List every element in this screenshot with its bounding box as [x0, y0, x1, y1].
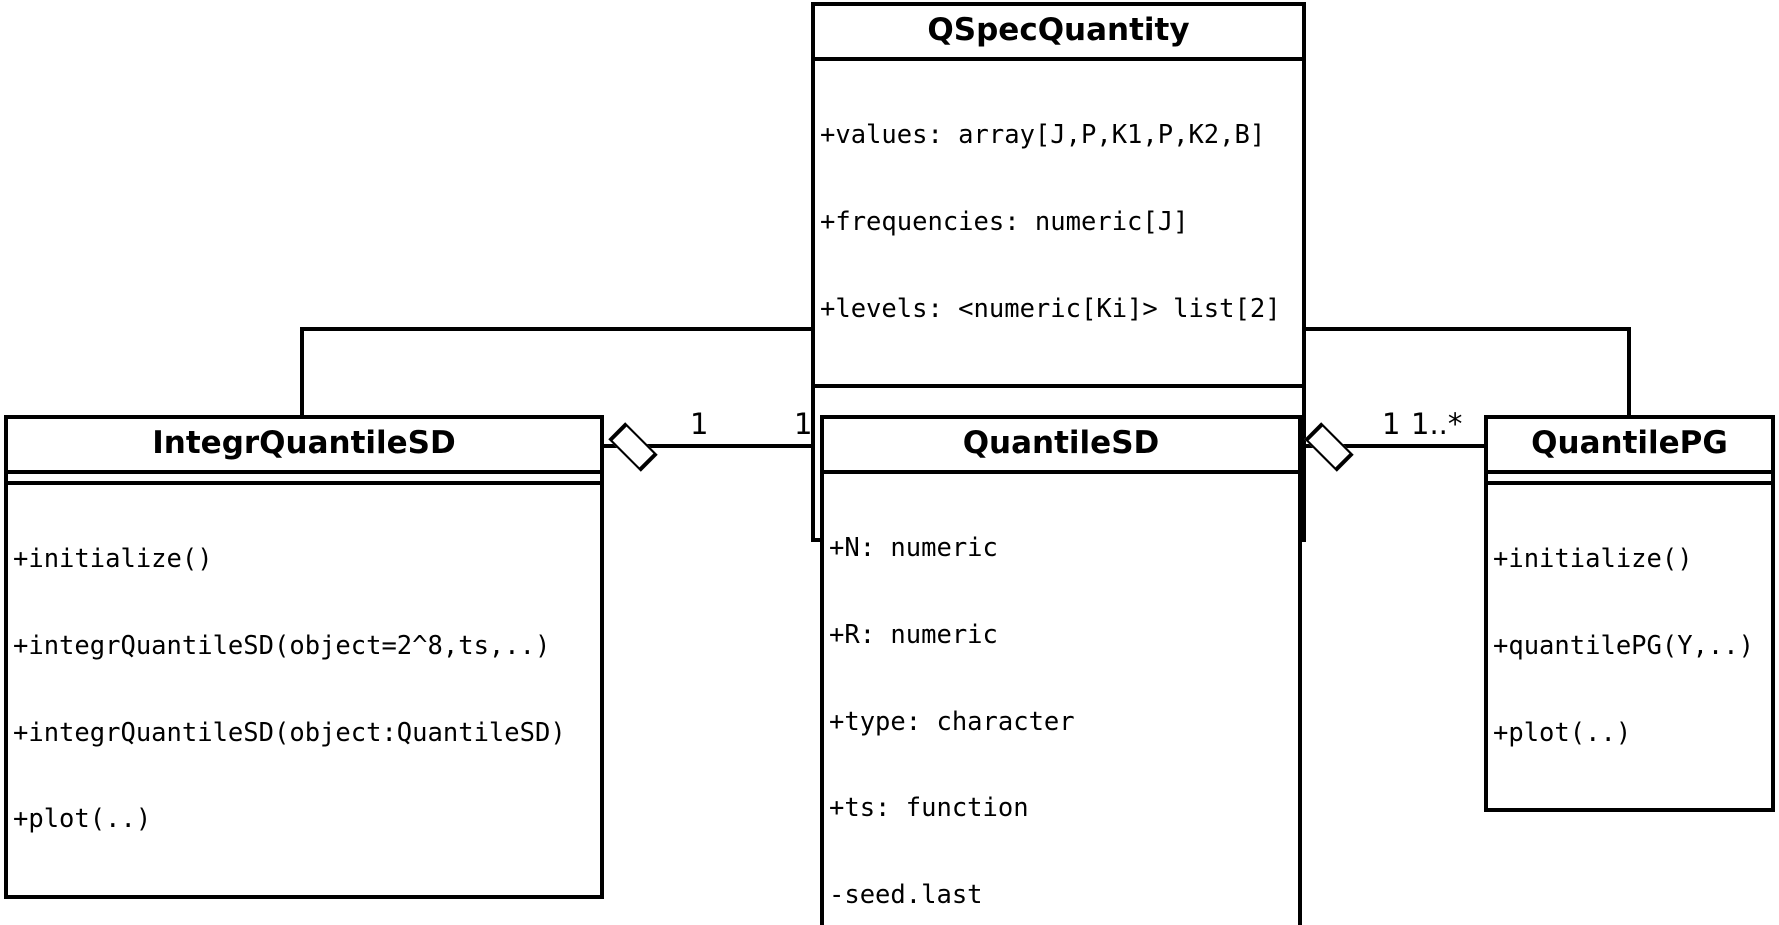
multiplicity-left-near-diamond: 1	[690, 407, 709, 441]
method-row: +quantilePG(Y,..)	[1493, 630, 1754, 661]
method-row: +integrQuantileSD(object:QuantileSD)	[13, 717, 566, 748]
class-name-quantilepg: QuantilePG	[1531, 425, 1728, 461]
methods-compartment-integrquantilesd: +initialize() +integrQuantileSD(object=2…	[8, 481, 600, 895]
generalization-drop-integrquantilesd	[300, 327, 304, 417]
attributes-compartment-integrquantilesd	[8, 470, 600, 481]
aggregation-line-right	[1300, 444, 1488, 448]
multiplicity-right-near-quantilepg: 1..*	[1411, 407, 1463, 441]
method-row: +plot(..)	[1493, 717, 1632, 748]
class-box-quantilesd[interactable]: QuantileSD +N: numeric +R: numeric +type…	[820, 415, 1302, 925]
method-row: +plot(..)	[13, 804, 152, 835]
method-row: +integrQuantileSD(object=2^8,ts,..)	[13, 630, 551, 661]
attribute-row: +N: numeric	[829, 532, 998, 563]
attributes-compartment-qspecquantity: +values: array[J,P,K1,P,K2,B] +frequenci…	[815, 57, 1302, 384]
class-name-qspecquantity: QSpecQuantity	[927, 12, 1190, 48]
attribute-row: +R: numeric	[829, 619, 998, 650]
multiplicity-left-near-quantilesd: 1	[794, 407, 813, 441]
aggregation-diamond-left-icon	[608, 422, 658, 472]
attribute-row: +values: array[J,P,K1,P,K2,B]	[820, 119, 1266, 150]
methods-compartment-quantilepg: +initialize() +quantilePG(Y,..) +plot(..…	[1488, 481, 1771, 808]
attribute-row: +type: character	[829, 706, 1075, 737]
multiplicity-right-near-diamond: 1	[1382, 407, 1401, 441]
aggregation-diamond-right-icon	[1304, 422, 1354, 472]
attribute-row: +levels: <numeric[Ki]> list[2]	[820, 293, 1281, 324]
attribute-row: +ts: function	[829, 793, 1029, 824]
attributes-compartment-quantilesd: +N: numeric +R: numeric +type: character…	[824, 470, 1298, 925]
class-box-integrquantilesd[interactable]: IntegrQuantileSD +initialize() +integrQu…	[4, 415, 604, 900]
attribute-row: -seed.last	[829, 880, 983, 911]
generalization-drop-quantilepg	[1627, 327, 1631, 417]
method-row: +initialize()	[13, 543, 213, 574]
class-box-quantilepg[interactable]: QuantilePG +initialize() +quantilePG(Y,.…	[1484, 415, 1775, 813]
attribute-row: +frequencies: numeric[J]	[820, 206, 1189, 237]
aggregation-line-left	[604, 444, 822, 448]
class-name-integrquantilesd: IntegrQuantileSD	[152, 425, 456, 461]
method-row: +initialize()	[1493, 543, 1693, 574]
attributes-compartment-quantilepg	[1488, 470, 1771, 481]
class-name-quantilesd: QuantileSD	[962, 425, 1160, 461]
